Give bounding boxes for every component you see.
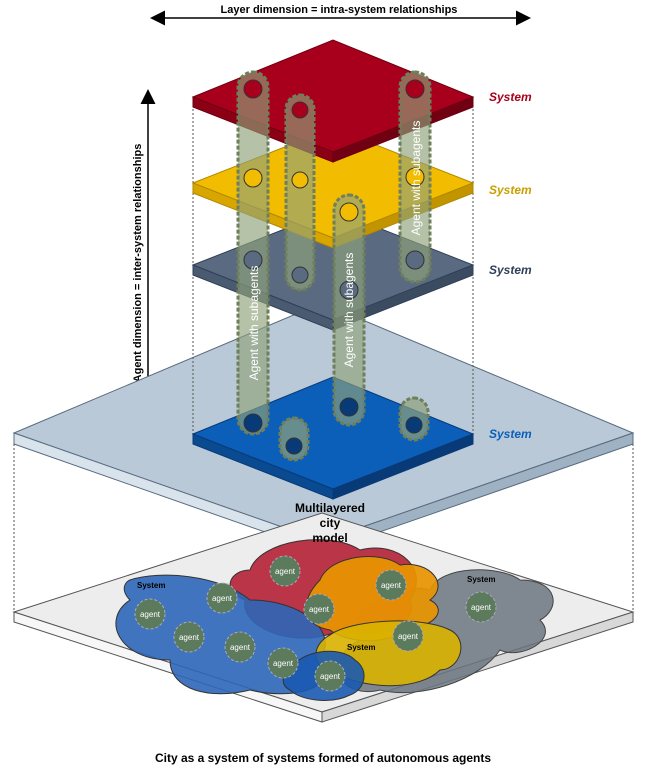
svg-text:agent: agent — [273, 659, 294, 668]
layer-label-blue: System — [489, 427, 532, 441]
svg-text:agent: agent — [230, 643, 251, 652]
agent-pillar-label: Agent with subagents — [342, 253, 356, 368]
diagram-caption: City as a system of systems formed of au… — [155, 751, 491, 765]
agent-node: agent — [465, 591, 497, 623]
city-system-orange — [305, 556, 439, 642]
svg-text:agent: agent — [381, 581, 402, 590]
agent-node: agent — [314, 660, 346, 692]
city-system-label: System — [137, 581, 165, 590]
layer-label-yellow: System — [489, 183, 532, 197]
layer-label-gray: System — [489, 263, 532, 277]
agent-stub-left — [278, 416, 310, 462]
svg-text:agent: agent — [309, 605, 330, 614]
agent-node: agent — [206, 582, 238, 614]
agent-stub-right — [398, 396, 430, 442]
svg-text:agent: agent — [471, 603, 492, 612]
city-system-label: System — [347, 643, 375, 652]
layer-dimension-label: Layer dimension = intra-system relations… — [221, 4, 458, 16]
agent-dimension-label: Agent dimension = inter-system relations… — [132, 144, 144, 383]
multilayer-label-line-1: Multilayered — [295, 501, 365, 515]
agent-node: agent — [375, 569, 407, 601]
multilayer-label-line-2: city — [320, 516, 341, 530]
agent-pillar-label: Agent with subagents — [247, 266, 261, 381]
svg-text:agent: agent — [212, 594, 233, 603]
agent-node: agent — [392, 620, 424, 652]
agent-node: agent — [303, 593, 335, 625]
agent-node: agent — [173, 621, 205, 653]
agent-pillar-1: Agent with subagents — [236, 70, 270, 436]
agent-pillar-3: Agent with subagents — [398, 70, 432, 284]
agent-node: agent — [269, 555, 301, 587]
agent-pillar-1b — [284, 93, 316, 292]
city-agents: agent agent agent agent agent agent agen… — [134, 555, 497, 692]
svg-text:agent: agent — [398, 632, 419, 641]
agent-pillar-2: Agent with subagents — [332, 193, 366, 427]
svg-text:agent: agent — [320, 672, 341, 681]
layer-label-red: System — [489, 90, 532, 104]
svg-text:agent: agent — [140, 610, 161, 619]
agent-node: agent — [134, 598, 166, 630]
city-system-label: System — [467, 575, 495, 584]
multilayer-label-line-3: model — [312, 531, 347, 545]
agent-pillar-label: Agent with subagents — [409, 121, 423, 236]
svg-text:agent: agent — [179, 633, 200, 642]
layer-blue — [191, 376, 475, 500]
agent-node: agent — [267, 647, 299, 679]
agent-node: agent — [224, 631, 256, 663]
svg-text:agent: agent — [275, 567, 296, 576]
